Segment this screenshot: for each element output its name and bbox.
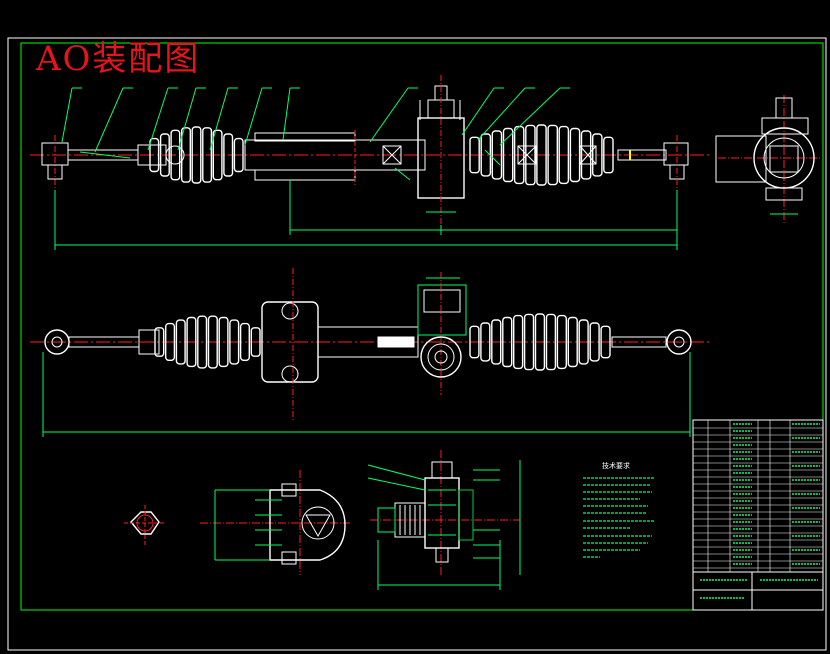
clamp-detail xyxy=(200,470,350,575)
page-title: AO装配图 xyxy=(36,39,201,79)
outer-frame xyxy=(7,37,827,651)
end-view xyxy=(715,95,822,225)
section-view-rack xyxy=(30,268,710,437)
inner-frame xyxy=(20,42,824,611)
pinion-section-detail xyxy=(367,450,521,590)
top-view-leaders xyxy=(61,87,570,153)
hex-detail xyxy=(124,505,166,545)
mid-right-boot xyxy=(469,313,611,371)
title-block xyxy=(692,419,824,611)
mid-left-boot xyxy=(154,315,261,369)
top-view-rack xyxy=(30,75,710,250)
technical-notes: 技术要求 xyxy=(583,461,655,558)
tech-requirements-heading: 技术要求 xyxy=(602,461,630,470)
left-dust-boot xyxy=(149,126,244,184)
